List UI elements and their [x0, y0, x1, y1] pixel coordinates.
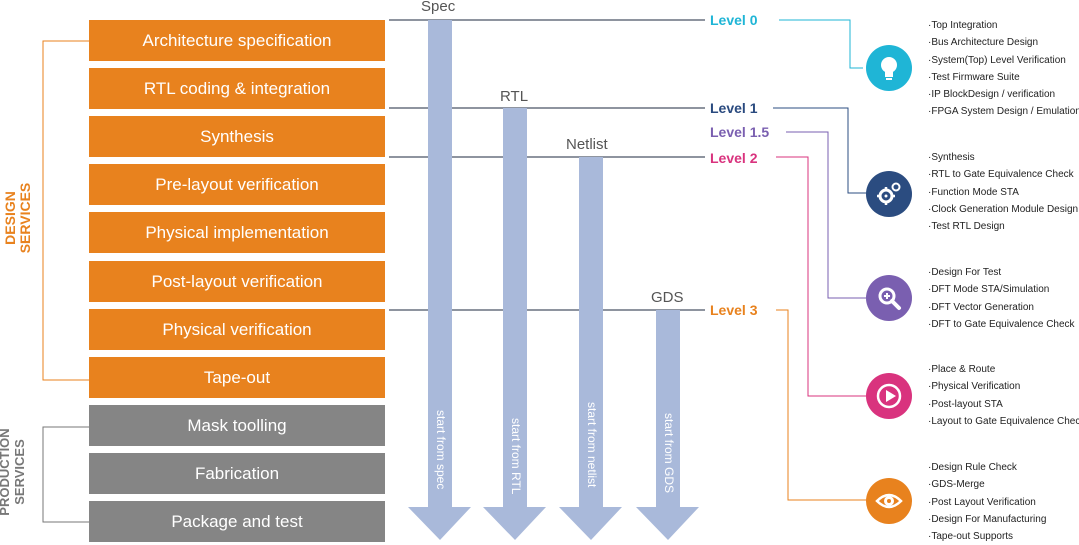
features-level0: ·Top Integration ·Bus Architecture Desig…	[928, 17, 1079, 121]
feature-item: ·Physical Verification	[928, 381, 1021, 393]
stage-label-rtl: RTL	[500, 88, 529, 105]
features-level1: ·Synthesis ·RTL to Gate Equivalence Chec…	[928, 149, 1078, 235]
arrow-text-gds: start from GDS	[662, 413, 676, 494]
feature-item: ·Design For Manufacturing	[928, 513, 1047, 525]
level-2: Level 2	[710, 150, 758, 166]
gears-icon	[866, 171, 912, 217]
arrow-gds	[636, 310, 699, 540]
feature-item: ·RTL to Gate Equivalence Check	[928, 169, 1074, 181]
step-tapeout: Tape-out	[89, 357, 385, 398]
arrow-rtl	[483, 108, 546, 540]
stage-label-gds: GDS	[651, 289, 684, 306]
design-bracket	[42, 40, 89, 381]
feature-item: ·Function Mode STA	[928, 186, 1019, 198]
feature-item: ·Clock Generation Module Design	[928, 203, 1079, 215]
level3-connector	[776, 309, 866, 501]
level-1-5: Level 1.5	[710, 124, 770, 140]
level-1: Level 1	[710, 100, 758, 116]
arrow-text-rtl: start from RTL	[509, 418, 523, 495]
feature-item: ·DFT Mode STA/Simulation	[928, 284, 1050, 296]
feature-item: ·Test Firmware Suite	[928, 71, 1020, 83]
step-pre-layout: Pre-layout verification	[89, 164, 385, 205]
level-0: Level 0	[710, 12, 758, 28]
lightbulb-icon	[866, 45, 912, 91]
features-level2: ·Place & Route ·Physical Verification ·P…	[928, 361, 1079, 430]
feature-item: ·Bus Architecture Design	[928, 37, 1039, 49]
level-3: Level 3	[710, 302, 758, 318]
feature-item: ·IP BlockDesign / verification	[928, 89, 1056, 101]
arrow-text-netlist: start from netlist	[585, 402, 599, 488]
step-fabrication: Fabrication	[89, 453, 385, 494]
stage-label-spec: Spec	[421, 0, 456, 15]
level0-connector	[779, 19, 863, 69]
step-physical-verif: Physical verification	[89, 309, 385, 350]
feature-item: ·DFT Vector Generation	[928, 301, 1034, 313]
feature-item: ·Synthesis	[928, 152, 975, 163]
level2-connector	[776, 156, 866, 397]
arrow-text-spec: start from spec	[434, 410, 448, 490]
feature-item: ·Design Rule Check	[928, 462, 1017, 473]
feature-item: ·Top Integration	[928, 20, 998, 31]
feature-item: ·Test RTL Design	[928, 221, 1005, 233]
feature-item: ·Tape-out Supports	[928, 531, 1014, 543]
stage-label-netlist: Netlist	[566, 136, 608, 153]
feature-item: ·Layout to Gate Equivalence Check	[928, 415, 1079, 427]
level1-connector	[773, 107, 866, 194]
eye-icon	[866, 478, 912, 524]
play-icon	[866, 373, 912, 419]
level15-connector	[786, 131, 866, 299]
feature-item: ·DFT to Gate Equivalence Check	[928, 318, 1075, 330]
step-physical-impl: Physical implementation	[89, 212, 385, 253]
feature-item: ·FPGA System Design / Emulation	[928, 106, 1079, 118]
production-bracket	[42, 426, 89, 523]
step-rtl-coding: RTL coding & integration	[89, 68, 385, 109]
stage-arrows	[408, 20, 699, 540]
feature-item: ·Place & Route	[928, 364, 996, 375]
magnifier-icon	[866, 275, 912, 321]
feature-item: ·Design For Test	[928, 267, 1002, 278]
features-level3: ·Design Rule Check ·GDS-Merge ·Post Layo…	[928, 459, 1046, 545]
step-post-layout: Post-layout verification	[89, 261, 385, 302]
step-mask: Mask toolling	[89, 405, 385, 446]
feature-item: ·System(Top) Level Verification	[928, 54, 1066, 66]
step-architecture: Architecture specification	[89, 20, 385, 61]
arrow-netlist	[559, 157, 622, 540]
feature-item: ·GDS-Merge	[928, 479, 985, 491]
feature-item: ·Post-layout STA	[928, 398, 1003, 410]
features-level1-5: ·Design For Test ·DFT Mode STA/Simulatio…	[928, 264, 1075, 333]
arrow-spec	[408, 20, 471, 540]
feature-item: ·Post Layout Verification	[928, 496, 1036, 508]
step-synthesis: Synthesis	[89, 116, 385, 157]
step-package: Package and test	[89, 501, 385, 542]
